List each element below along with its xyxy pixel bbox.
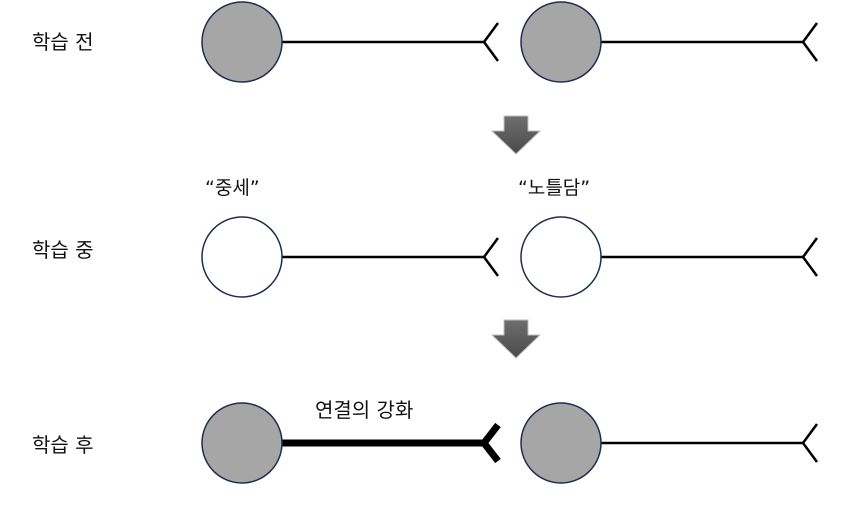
axon-terminal bbox=[801, 22, 819, 62]
connection-strengthened-label: 연결의 강화 bbox=[315, 398, 413, 422]
neuron-soma bbox=[520, 402, 602, 484]
down-arrow-1 bbox=[490, 115, 542, 155]
neuron-right-during bbox=[520, 216, 819, 298]
stage-after: 학습 후 연결의 강화 bbox=[32, 398, 819, 484]
stage-label-after: 학습 후 bbox=[32, 433, 94, 457]
neuron-soma bbox=[201, 1, 283, 83]
word-label-right: “노틀담” bbox=[518, 177, 590, 199]
neuron-left-before bbox=[201, 1, 500, 83]
axon-terminal bbox=[801, 423, 819, 463]
neuron-soma bbox=[201, 216, 283, 298]
arrow-shape bbox=[490, 319, 542, 359]
axon-terminal bbox=[801, 237, 819, 277]
neuron-left-during bbox=[201, 216, 500, 298]
stage-label-during: 학습 중 bbox=[32, 238, 94, 262]
neuron-right-before bbox=[520, 1, 819, 83]
axon-terminal bbox=[482, 237, 500, 277]
axon-terminal bbox=[482, 22, 500, 62]
arrow-shape bbox=[490, 115, 542, 155]
neuron-right-after bbox=[520, 402, 819, 484]
neuron-soma bbox=[520, 216, 602, 298]
neuron-left-after bbox=[201, 402, 501, 484]
stage-label-before: 학습 전 bbox=[32, 30, 94, 54]
down-arrow-2 bbox=[490, 319, 542, 359]
neuron-soma bbox=[520, 1, 602, 83]
word-label-left: “중세” bbox=[205, 177, 260, 199]
axon-terminal-strengthened bbox=[479, 422, 501, 464]
stage-before: 학습 전 bbox=[32, 1, 819, 83]
neuron-soma bbox=[201, 402, 283, 484]
stage-during: 학습 중 “중세” “노틀담” bbox=[32, 177, 819, 298]
